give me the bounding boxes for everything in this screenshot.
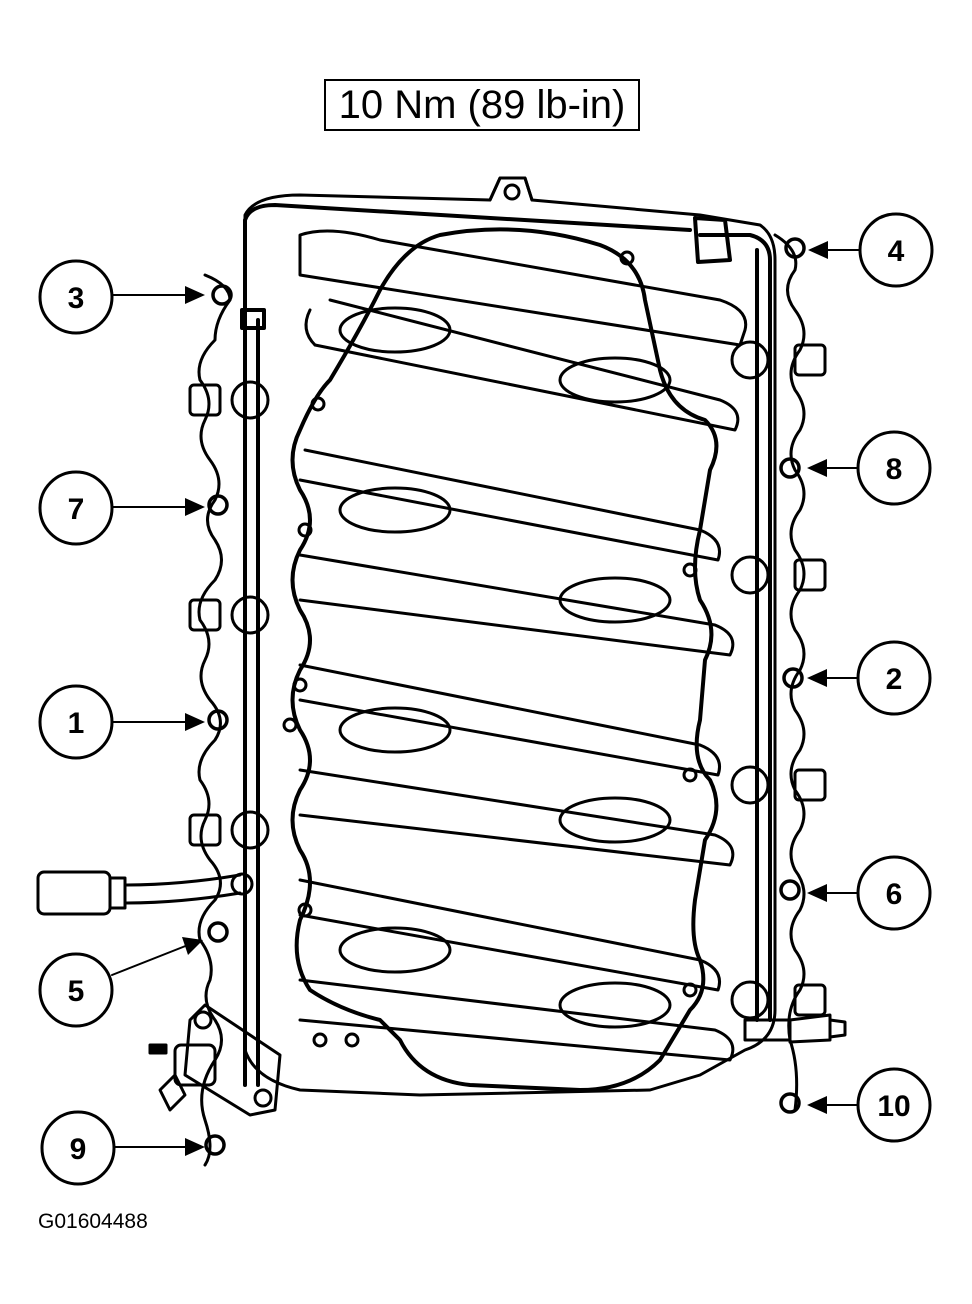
bolt-hole-3 <box>211 284 233 306</box>
callout-label-4: 4 <box>888 235 905 268</box>
gasket-outline <box>290 227 719 1092</box>
bolt-hole-2 <box>782 667 804 689</box>
bolt-hole-6 <box>779 879 801 901</box>
callout-label-2: 2 <box>886 663 903 696</box>
callout-label-10: 10 <box>877 1090 910 1123</box>
figure-id: G01604488 <box>38 1210 148 1233</box>
bolt-hole-8 <box>779 457 801 479</box>
bolt-hole-7 <box>207 494 229 516</box>
callout-label-6: 6 <box>886 878 903 911</box>
bolt-hole-10 <box>779 1092 801 1114</box>
callout-circles <box>38 212 934 1186</box>
callout-label-3: 3 <box>68 282 85 315</box>
callout-label-8: 8 <box>886 453 903 486</box>
torque-spec-label: 10 Nm (89 lb-in) <box>324 79 640 131</box>
bolt-hole-5 <box>207 921 229 943</box>
sensor-assembly <box>148 1003 282 1117</box>
left-flange-edge <box>197 273 232 1167</box>
gasket-holes <box>282 250 698 1048</box>
intake-runners <box>298 229 748 1062</box>
callout-label-9: 9 <box>70 1133 87 1166</box>
bolt-holes <box>204 237 806 1156</box>
callout-label-1: 1 <box>68 707 85 740</box>
callout-label-5: 5 <box>68 975 85 1008</box>
fuel-injectors <box>188 340 827 1020</box>
manifold-body <box>243 176 777 1097</box>
fuel-rails <box>240 203 772 1087</box>
vacuum-hose <box>36 870 254 916</box>
bolt-hole-9 <box>204 1134 226 1156</box>
right-flange-edge <box>773 233 806 1112</box>
bolt-hole-4 <box>784 237 806 259</box>
bolt-hole-1 <box>207 709 229 731</box>
right-sensor <box>743 1013 847 1044</box>
callout-leaders <box>111 241 861 1156</box>
callout-label-7: 7 <box>68 493 85 526</box>
